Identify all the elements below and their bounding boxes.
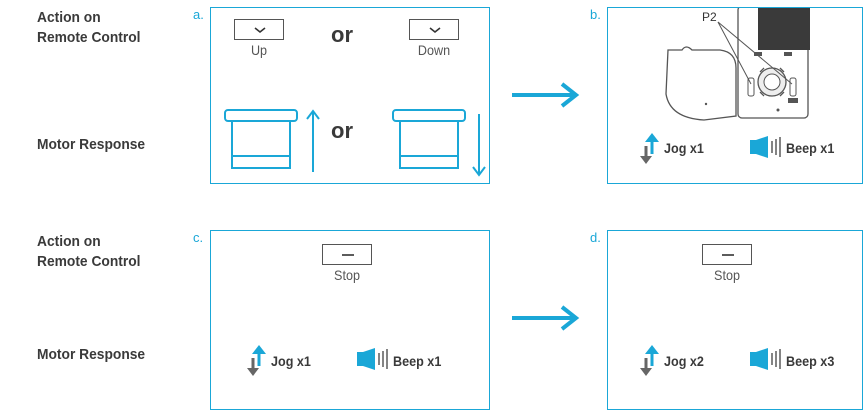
motor-head-illustration	[665, 8, 810, 121]
action-on-remote-label-row2: Action on Remote Control	[37, 232, 141, 272]
beep-text: Beep x1	[393, 353, 442, 369]
speaker-icon	[750, 348, 781, 370]
down-button-caption: Down	[417, 42, 451, 58]
label-line: Remote Control	[37, 253, 141, 270]
chevron-down-icon	[254, 27, 266, 34]
up-button-caption: Up	[250, 42, 268, 58]
speaker-icon	[750, 136, 781, 158]
label-line: Action on	[37, 233, 101, 250]
stop-button[interactable]	[322, 244, 372, 265]
action-on-remote-label-row1: Action on Remote Control	[37, 8, 141, 48]
stop-dash-icon	[342, 254, 354, 256]
shade-icon	[224, 109, 298, 169]
panel-b-letter: b.	[590, 7, 601, 22]
or-text-bottom: or	[331, 118, 353, 143]
arrow-right-icon	[512, 305, 580, 331]
shade-icon	[392, 109, 466, 169]
beep-text: Beep x3	[786, 353, 835, 369]
stop-button-caption: Stop	[714, 267, 740, 283]
stop-button-caption: Stop	[334, 267, 360, 283]
jog-icon	[640, 133, 659, 164]
panel-c-letter: c.	[193, 230, 204, 245]
down-button[interactable]	[409, 19, 459, 40]
jog-text: Jog x1	[271, 353, 311, 369]
label-line: Action on	[37, 9, 101, 26]
or-text-top: or	[331, 22, 353, 47]
panel-a-letter: a.	[193, 7, 204, 22]
label-line: Remote Control	[37, 29, 141, 46]
up-button[interactable]	[234, 19, 284, 40]
stop-dash-icon	[722, 254, 734, 256]
arrow-down-icon	[472, 114, 486, 177]
beep-text: Beep x1	[786, 140, 835, 156]
jog-text: Jog x2	[664, 353, 704, 369]
motor-response-label-row1: Motor Response	[37, 136, 146, 153]
jog-icon	[640, 345, 659, 376]
panel-d: Stop Jog x2 Beep x3	[607, 230, 863, 410]
chevron-down-icon	[429, 27, 441, 34]
arrow-up-icon	[306, 109, 320, 172]
panel-c: Stop Jog x1 Beep x1	[210, 230, 490, 410]
panel-a: Up or Down or	[210, 7, 490, 184]
jog-icon	[247, 345, 266, 376]
speaker-icon	[357, 348, 388, 370]
motor-response-label-row2: Motor Response	[37, 346, 146, 363]
arrow-right-icon	[512, 82, 580, 108]
p2-callout: P2	[702, 10, 717, 24]
panel-d-letter: d.	[590, 230, 601, 245]
jog-text: Jog x1	[664, 140, 704, 156]
panel-b: P2 Jog x1 Beep x1	[607, 7, 863, 184]
stop-button[interactable]	[702, 244, 752, 265]
